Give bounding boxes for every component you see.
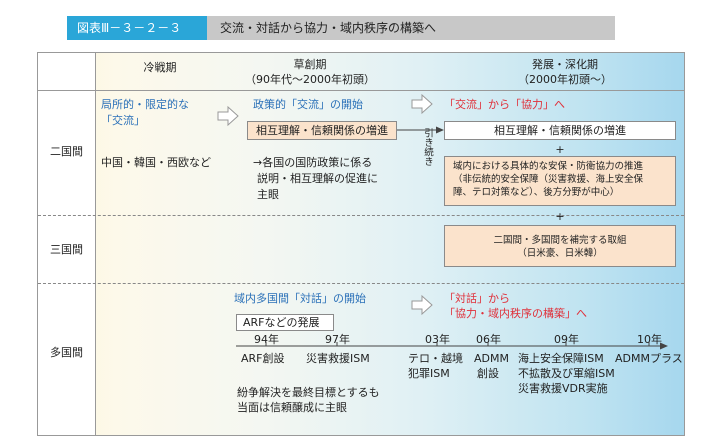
- event-06-line2: 創設: [477, 367, 499, 380]
- row-label-multilateral: 多国間: [50, 346, 83, 359]
- trilateral-line1: 二国間・多国間を補完する取組: [493, 235, 627, 246]
- event-03-line2: 犯罪ISM: [408, 367, 450, 380]
- block-arrow-icon-1: [217, 105, 239, 127]
- year-10: 10年: [637, 333, 662, 346]
- trilateral-line2: （日米豪、日米韓）: [517, 248, 603, 259]
- bilateral-early-line2: 説明・相互理解の促進に: [257, 172, 378, 185]
- year-03: 03年: [425, 333, 450, 346]
- multilateral-note-line2: 当面は信頼醸成に主眼: [237, 401, 347, 414]
- bilateral-dev-heading: 「交流」から「協力」へ: [444, 98, 565, 111]
- bilateral-early-line1: →各国の国防政策に係る: [253, 156, 373, 169]
- row-label-trilateral: 三国間: [50, 243, 83, 256]
- timeline-arrow-head: [660, 342, 668, 350]
- row-divider-1: [38, 215, 684, 216]
- continue-label: 引き続き: [422, 128, 433, 166]
- event-03-line1: テロ・越境: [408, 352, 463, 365]
- bilateral-early-box: 相互理解・信頼関係の増進: [247, 121, 397, 140]
- column-dev-sub: （2000年初頭〜）: [518, 73, 612, 86]
- figure-title: 交流・対話から協力・域内秩序の構築へ: [220, 21, 437, 35]
- bilateral-coop-box: 域内における具体的な安保・防衛協力の推進 （非伝統的安全保障（災害救援、海上安全…: [444, 156, 676, 206]
- coop-line3: 障、テロ対策など）、後方分野が中心）: [453, 187, 620, 198]
- column-early-title: 草創期: [293, 58, 327, 71]
- bilateral-early-heading: 政策的「交流」の開始: [253, 98, 363, 111]
- event-09-line2: 不拡散及び軍縮ISM: [518, 367, 615, 380]
- multilateral-dev-heading1: 「対話」から: [444, 292, 510, 305]
- continue-arrow-head: [436, 126, 444, 134]
- year-09: 09年: [554, 333, 579, 346]
- event-10: ADMMプラス: [615, 352, 683, 365]
- event-97: 災害救援ISM: [306, 352, 370, 365]
- column-early-sub: （90年代〜2000年初頭）: [245, 73, 375, 86]
- bilateral-cold-countries: 中国・韓国・西欧など: [101, 156, 211, 169]
- event-06-line1: ADMM: [474, 352, 509, 365]
- row-divider-2: [38, 283, 684, 284]
- header-divider: [38, 90, 684, 91]
- event-09-line1: 海上安全保障ISM: [518, 352, 604, 365]
- block-arrow-icon-2: [411, 93, 433, 115]
- year-97: 97年: [325, 333, 350, 346]
- bilateral-cold-line2: 「交流」: [101, 114, 145, 127]
- column-cold-war: 冷戦期: [143, 61, 177, 74]
- trilateral-plus: +: [555, 210, 565, 223]
- column-divider: [95, 53, 96, 435]
- trilateral-box: 二国間・多国間を補完する取組 （日米豪、日米韓）: [444, 225, 676, 267]
- coop-line1: 域内における具体的な安保・防衛協力の推進: [453, 161, 644, 172]
- year-06: 06年: [476, 333, 501, 346]
- figure-label: 図表Ⅲ－３－２－３: [67, 16, 207, 40]
- event-94: ARF創設: [241, 352, 285, 365]
- event-09-line3: 災害救援VDR実施: [518, 382, 608, 395]
- column-dev-title: 発展・深化期: [532, 58, 598, 71]
- bilateral-plus: +: [555, 143, 565, 156]
- bilateral-cold-line1: 局所的・限定的な: [101, 98, 189, 111]
- multilateral-dev-heading2: 「協力・域内秩序の構築」へ: [444, 307, 587, 320]
- arf-box: ARFなどの発展: [236, 314, 334, 331]
- row-label-column: [38, 53, 95, 435]
- coop-line2: （非伝統的安全保障（災害救援、海上安全保: [453, 174, 644, 185]
- row-label-bilateral: 二国間: [50, 145, 83, 158]
- multilateral-note-line1: 紛争解決を最終目標とするも: [237, 386, 380, 399]
- bilateral-dev-box: 相互理解・信頼関係の増進: [444, 121, 676, 140]
- year-94: 94年: [254, 333, 279, 346]
- bilateral-early-line3: 主眼: [257, 188, 279, 201]
- multilateral-early-heading: 域内多国間「対話」の開始: [234, 292, 366, 305]
- block-arrow-icon-3: [411, 294, 433, 316]
